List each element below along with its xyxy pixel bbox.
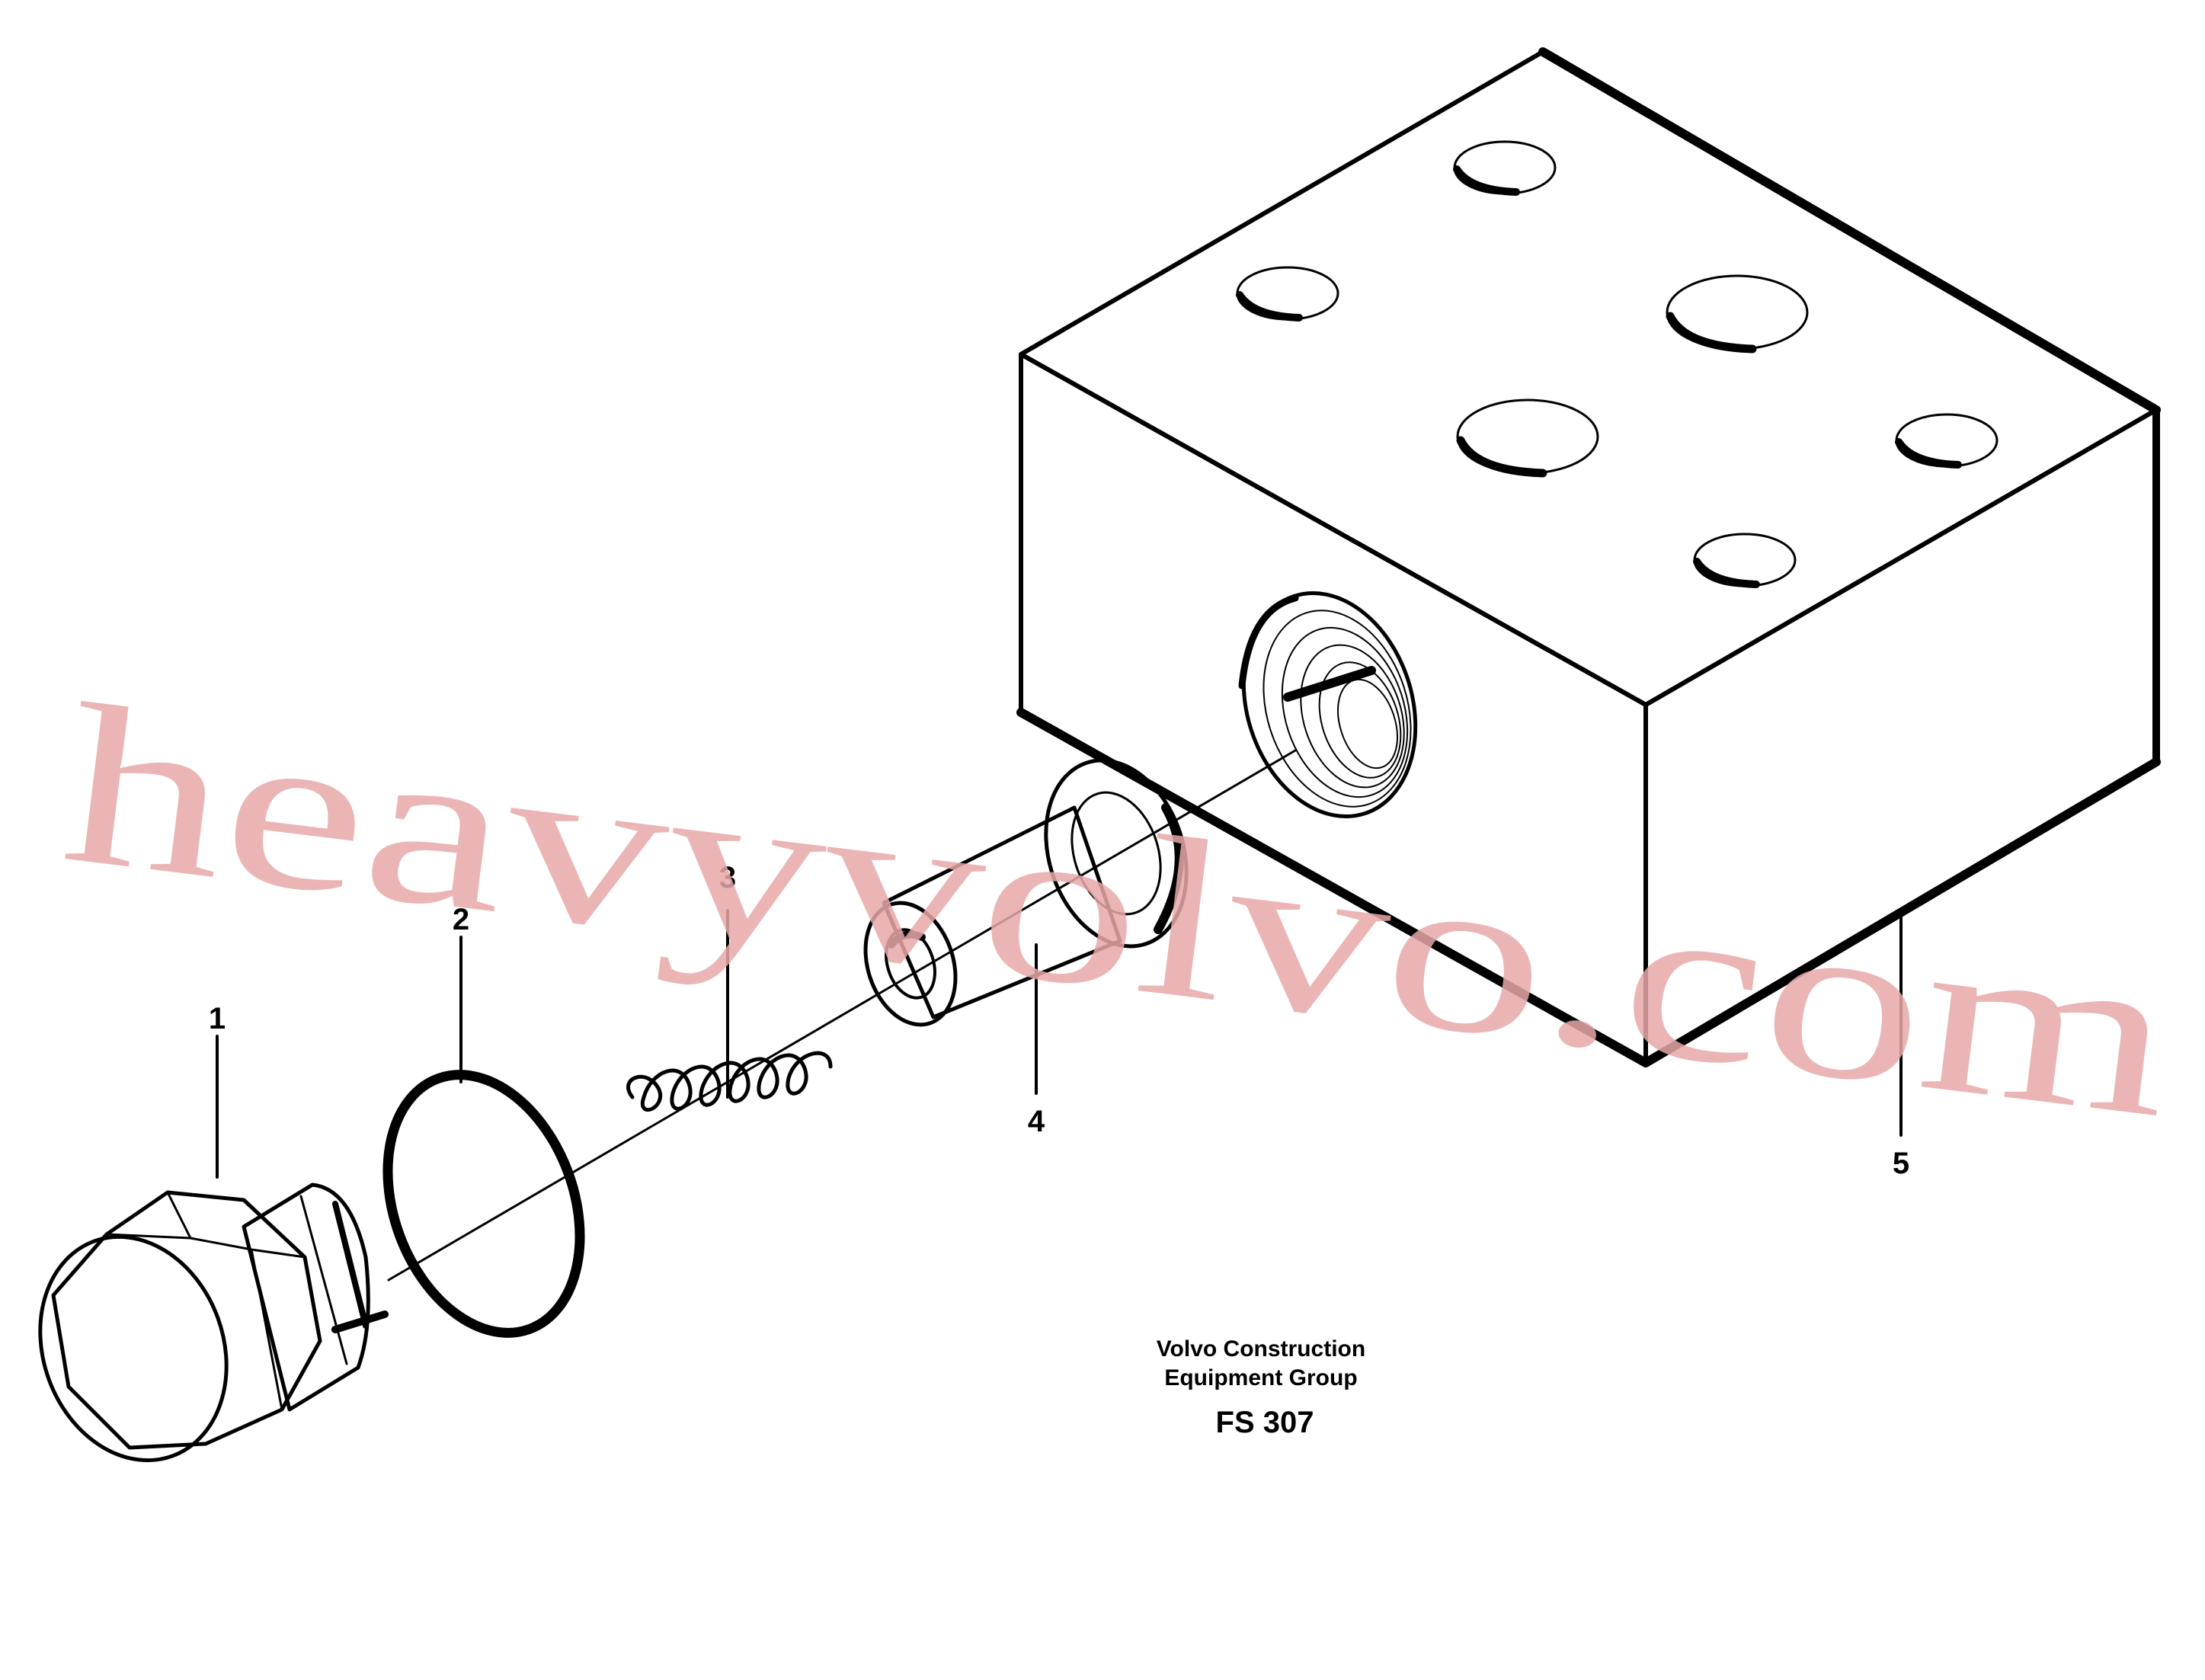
o-ring	[382, 1070, 585, 1338]
watermark: heavyvolvo.com	[53, 656, 2186, 1166]
port-hole	[1693, 533, 1797, 588]
spring	[626, 1051, 833, 1112]
assembly-axis	[387, 749, 1297, 1282]
callout-number: 3	[719, 861, 736, 894]
callout-number: 4	[1028, 1105, 1045, 1138]
callout-number: 1	[209, 1002, 226, 1035]
caption-group: Equipment Group	[1164, 1365, 1357, 1390]
port-hole	[1666, 274, 1809, 354]
piston	[863, 758, 1189, 1027]
callout-number: 5	[1893, 1147, 1909, 1180]
port-hole	[1236, 266, 1339, 322]
port-hole	[1456, 398, 1599, 478]
threaded-bore	[1238, 590, 1418, 819]
callout-number: 2	[453, 903, 469, 936]
figure-code: FS 307	[1216, 1406, 1314, 1439]
caption-company: Volvo Construction	[1157, 1336, 1365, 1362]
valve-block-top-face	[1019, 50, 2159, 707]
hex-plug	[38, 1182, 389, 1463]
port-hole	[1453, 140, 1557, 196]
port-hole	[1895, 413, 1999, 469]
valve-block	[1016, 47, 2161, 1067]
